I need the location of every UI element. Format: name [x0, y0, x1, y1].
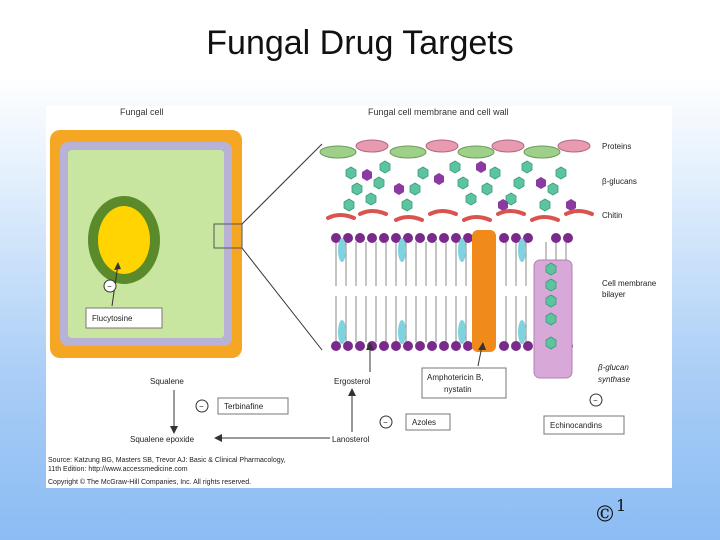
ergosterol-label: Ergosterol — [334, 377, 371, 386]
copyright-line: Copyright © The McGraw-Hill Companies, I… — [48, 478, 251, 486]
panel-left-title: Fungal cell — [120, 107, 164, 117]
lipid-bilayer — [328, 230, 600, 379]
amphotericin-pore — [472, 230, 496, 352]
amphotericin-line2: nystatin — [444, 385, 472, 394]
source-line2: 11th Edition: http://www.accessmedicine.… — [48, 466, 188, 473]
azoles-label: Azoles — [412, 418, 436, 427]
squalene-epoxide-label: Squalene epoxide — [130, 435, 195, 444]
terbinafine-box — [217, 397, 289, 415]
slide-title: Fungal Drug Targets — [206, 24, 514, 62]
legend-synthase-line2: synthase — [598, 375, 631, 384]
legend-membrane-line2: bilayer — [602, 290, 626, 299]
zoom-line-bottom — [241, 247, 323, 351]
figure-canvas: Fungal cell Fungal cell membrane and cel… — [48, 107, 657, 486]
ergosterol-pathway: Squalene − Terbinafine Squalene epoxide … — [130, 342, 625, 444]
legend-proteins: Proteins — [602, 142, 631, 151]
flucytosine-inhibit-icon — [103, 279, 117, 293]
legend-chitin: Chitin — [602, 211, 622, 220]
proteins-row — [319, 139, 591, 159]
flucytosine-label: Flucytosine — [92, 314, 133, 323]
fungal-cell: Flucytosine − — [50, 130, 323, 358]
page-number-value: 1 — [616, 496, 627, 515]
zoom-line-top — [241, 143, 323, 225]
zoom-box — [213, 223, 243, 249]
legend-membrane-line1: Cell membrane — [602, 279, 657, 288]
echinocandins-box — [543, 415, 625, 435]
azoles-box — [405, 413, 451, 431]
flucytosine-arrowhead — [114, 262, 121, 270]
membrane-wall-panel: Proteins β-glucans Chitin Cell membrane … — [319, 139, 657, 384]
terbinafine-label: Terbinafine — [224, 402, 264, 411]
flucytosine-inhibit-sign: − — [107, 282, 112, 291]
fungal-drug-figure: Fungal cell Fungal cell membrane and cel… — [46, 106, 672, 488]
copyright-symbol: © — [594, 502, 616, 528]
squalene-label: Squalene — [150, 377, 184, 386]
echinocandins-label: Echinocandins — [550, 421, 602, 430]
glucan-chains — [343, 160, 576, 212]
lanosterol-label: Lanosterol — [332, 435, 370, 444]
source-line1: Source: Katzung BG, Masters SB, Trevor A… — [48, 457, 286, 464]
amphotericin-box — [421, 367, 507, 399]
chitin-row — [326, 209, 594, 222]
panel-right-title: Fungal cell membrane and cell wall — [368, 107, 509, 117]
legend-synthase-line1: β-glucan — [597, 363, 629, 372]
nucleus — [98, 206, 150, 274]
flucytosine-box — [85, 307, 163, 329]
svg-text:−: − — [593, 396, 598, 405]
amphotericin-line1: Amphotericin B, — [427, 373, 483, 382]
svg-text:−: − — [199, 402, 204, 411]
azoles-inhibit-icon — [379, 415, 393, 429]
echinocandins-inhibit-icon — [589, 393, 603, 407]
page-number: ©1 — [594, 496, 627, 528]
legend-glucans: β-glucans — [602, 177, 637, 186]
terbinafine-inhibit-icon — [195, 399, 209, 413]
svg-text:−: − — [383, 418, 388, 427]
